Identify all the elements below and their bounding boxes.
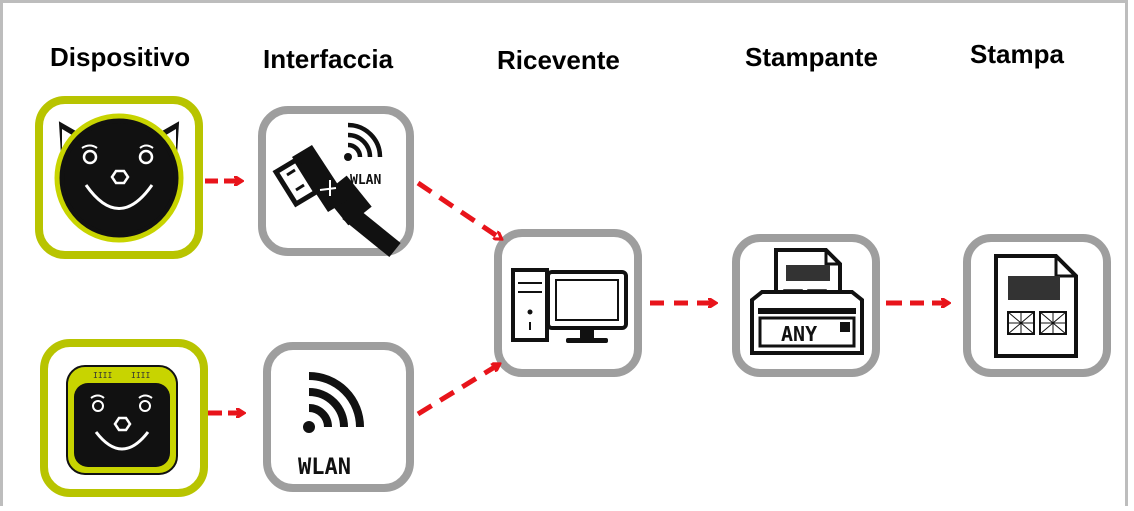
usb-cable-wlan-icon: WLAN — [272, 122, 401, 257]
interface-usb-wlan-node: WLAN — [258, 106, 414, 257]
column-heading-printer: Stampante — [745, 42, 878, 72]
column-heading-print: Stampa — [970, 39, 1064, 69]
arrow-interface2-to-receiver — [416, 365, 498, 417]
svg-text:IIII: IIII — [93, 371, 112, 380]
column-heading-interface: Interfaccia — [263, 44, 394, 74]
printer-brand-label: ANY — [781, 322, 817, 346]
printed-document-icon — [994, 254, 1078, 358]
column-heading-receiver: Ricevente — [497, 45, 620, 75]
wlan-icon: WLAN — [298, 372, 364, 480]
robot-cat-face-icon — [54, 113, 184, 243]
wlan-large-label: WLAN — [298, 455, 351, 480]
robot-rectangular-face-icon: IIII IIII — [66, 365, 178, 475]
wlan-small-label: WLAN — [350, 173, 381, 188]
arrow-interface1-to-receiver — [416, 180, 500, 238]
device-robot-cat-node — [35, 96, 203, 259]
receiver-computer-node — [494, 229, 642, 377]
flow-arrows — [205, 181, 947, 414]
column-heading-device: Dispositivo — [50, 42, 191, 72]
printer-icon: ANY — [750, 248, 864, 355]
interface-wlan-node: WLAN — [263, 342, 414, 492]
device-robot-rect-node: IIII IIII — [40, 339, 208, 497]
printer-node: ANY — [732, 234, 880, 377]
svg-text:IIII: IIII — [131, 371, 150, 380]
print-document-node — [963, 234, 1111, 377]
desktop-computer-icon — [511, 268, 628, 343]
